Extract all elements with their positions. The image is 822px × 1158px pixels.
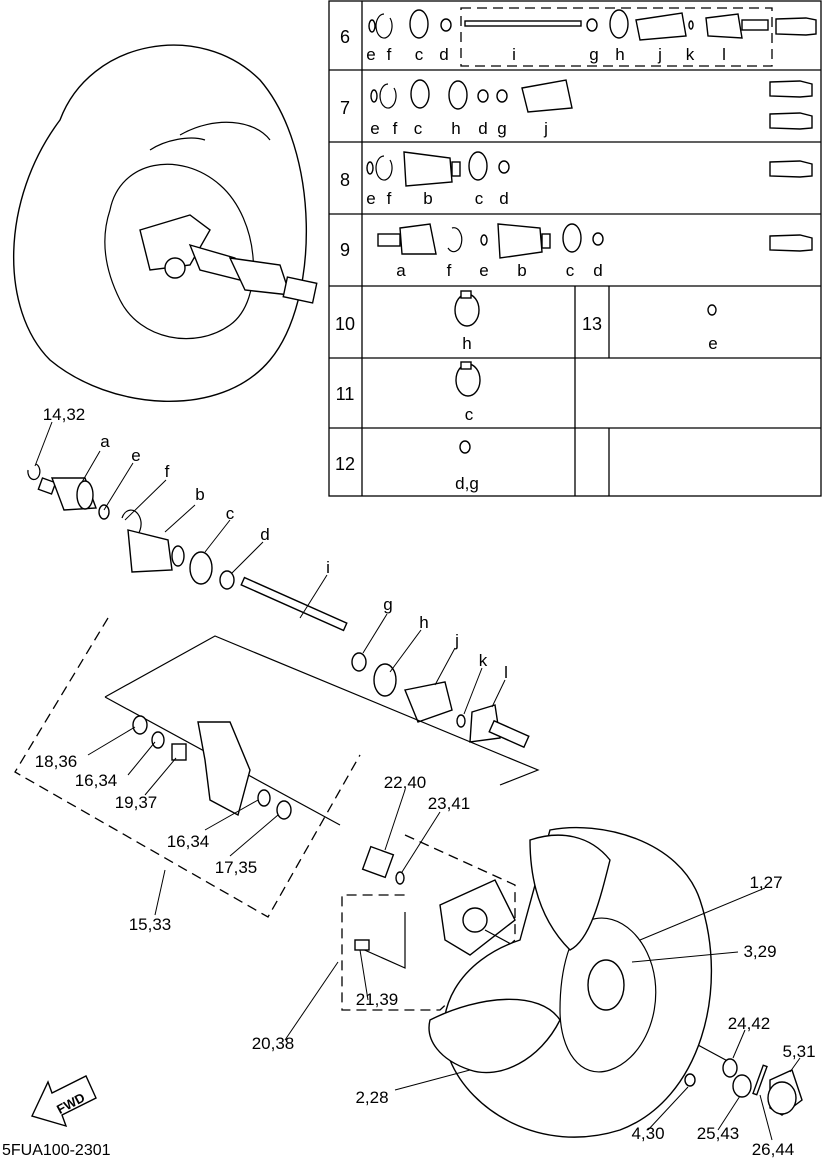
kit-row-7-label-c: c [414,119,423,138]
kit-row-7-number: 7 [340,98,350,118]
kit-row-6-label-c: c [415,45,424,64]
callout-24-42: 24,42 [728,1014,771,1033]
callout-18-36: 18,36 [35,752,78,771]
callout-5-31: 5,31 [782,1042,815,1061]
callout-4-30: 4,30 [631,1124,664,1143]
callout-17-35: 17,35 [215,858,258,877]
callout-16-34-upper: 16,34 [75,771,118,790]
kit-row-8-label-f: f [387,189,392,208]
callout-k: k [479,651,488,670]
kit-row-8-parts [366,151,813,187]
kit-row-7-label-h: h [451,119,460,138]
kit-row-8-number: 8 [340,170,350,190]
callout-1-27: 1,27 [749,873,782,892]
callout-19-37: 19,37 [115,793,158,812]
kit-row-9-label-d: d [593,261,602,280]
callout-e: e [131,446,140,465]
callout-20-38: 20,38 [252,1034,295,1053]
drive-shaft-exploded [27,463,530,749]
kit-row-11-number: 11 [336,384,355,404]
kit-row-9-label-e: e [479,261,488,280]
diagram-code: 5FUA100-2301 [2,1142,111,1158]
kit-row-6-parts [368,9,817,41]
callout-23-41: 23,41 [428,794,471,813]
front-wheel-assembly-illustration [12,44,318,403]
callout-26-44: 26,44 [752,1140,795,1158]
kit-row-9-parts [377,223,813,259]
callout-21-39: 21,39 [356,990,399,1009]
kit-row-9-number: 9 [340,240,350,260]
kit-row-7-label-d: d [478,119,487,138]
kit-row-8-label-e: e [366,189,375,208]
leader-lines [34,421,801,1141]
kit-row-6-label-d: d [439,45,448,64]
callout-i: i [326,558,330,577]
kit-row-6-label-k: k [686,45,695,64]
callout-g: g [383,595,392,614]
kit-row-13-number: 13 [582,314,602,334]
kit-row-12-number: 12 [335,454,355,474]
kit-row-7-label-e: e [370,119,379,138]
kit-row-12-label-dg: d,g [455,474,479,493]
kit-row-6-label-f: f [387,45,392,64]
kit-row-13-label-e: e [708,334,717,353]
kit-row-6-label-h: h [615,45,624,64]
kit-row-6-label-i: i [512,45,516,64]
callout-c: c [226,504,235,523]
kit-row-10-label-h: h [462,334,471,353]
kit-row-6-shaft-assy-box [460,7,773,67]
kit-row-9-label-b: b [517,261,526,280]
callout-15-33: 15,33 [129,915,172,934]
kit-row-10-number: 10 [335,314,355,334]
kit-row-6-number: 6 [340,27,350,47]
callout-f: f [165,462,170,481]
kit-row-7-parts [370,79,813,130]
callout-14-32: 14,32 [43,405,86,424]
kit-row-10-13-parts [454,290,717,454]
knuckle-and-bearings [14,617,540,918]
kit-row-7-label-g: g [497,119,506,138]
fwd-arrow: FWD [31,1075,97,1128]
kit-row-9-label-a: a [396,261,406,280]
callout-h: h [419,613,428,632]
callout-b: b [195,485,204,504]
callout-3-29: 3,29 [743,942,776,961]
kit-row-9-label-f: f [447,261,452,280]
kit-row-11-label-c: c [465,405,474,424]
kit-row-8-label-c: c [475,189,484,208]
rear-wheel-illustration [428,826,803,1138]
kit-table: 6 7 8 9 10 13 11 12 e f c d i g h j [328,0,822,497]
callout-25-43: 25,43 [697,1124,740,1143]
callout-2-28: 2,28 [355,1088,388,1107]
kit-row-7-label-j: j [543,119,548,138]
kit-row-6-label-j: j [657,45,662,64]
callout-22-40: 22,40 [384,773,427,792]
kit-row-8-label-d: d [499,189,508,208]
kit-row-6-label-g: g [589,45,598,64]
kit-row-8-label-b: b [423,189,432,208]
callout-d: d [260,525,269,544]
kit-row-6-label-l: l [722,45,726,64]
callout-a: a [100,432,110,451]
callout-j: j [454,631,459,650]
kit-row-6-label-e: e [366,45,375,64]
kit-row-9-label-c: c [566,261,575,280]
callout-l: l [504,663,508,682]
callout-16-34-lower: 16,34 [167,832,210,851]
kit-row-7-label-f: f [393,119,398,138]
